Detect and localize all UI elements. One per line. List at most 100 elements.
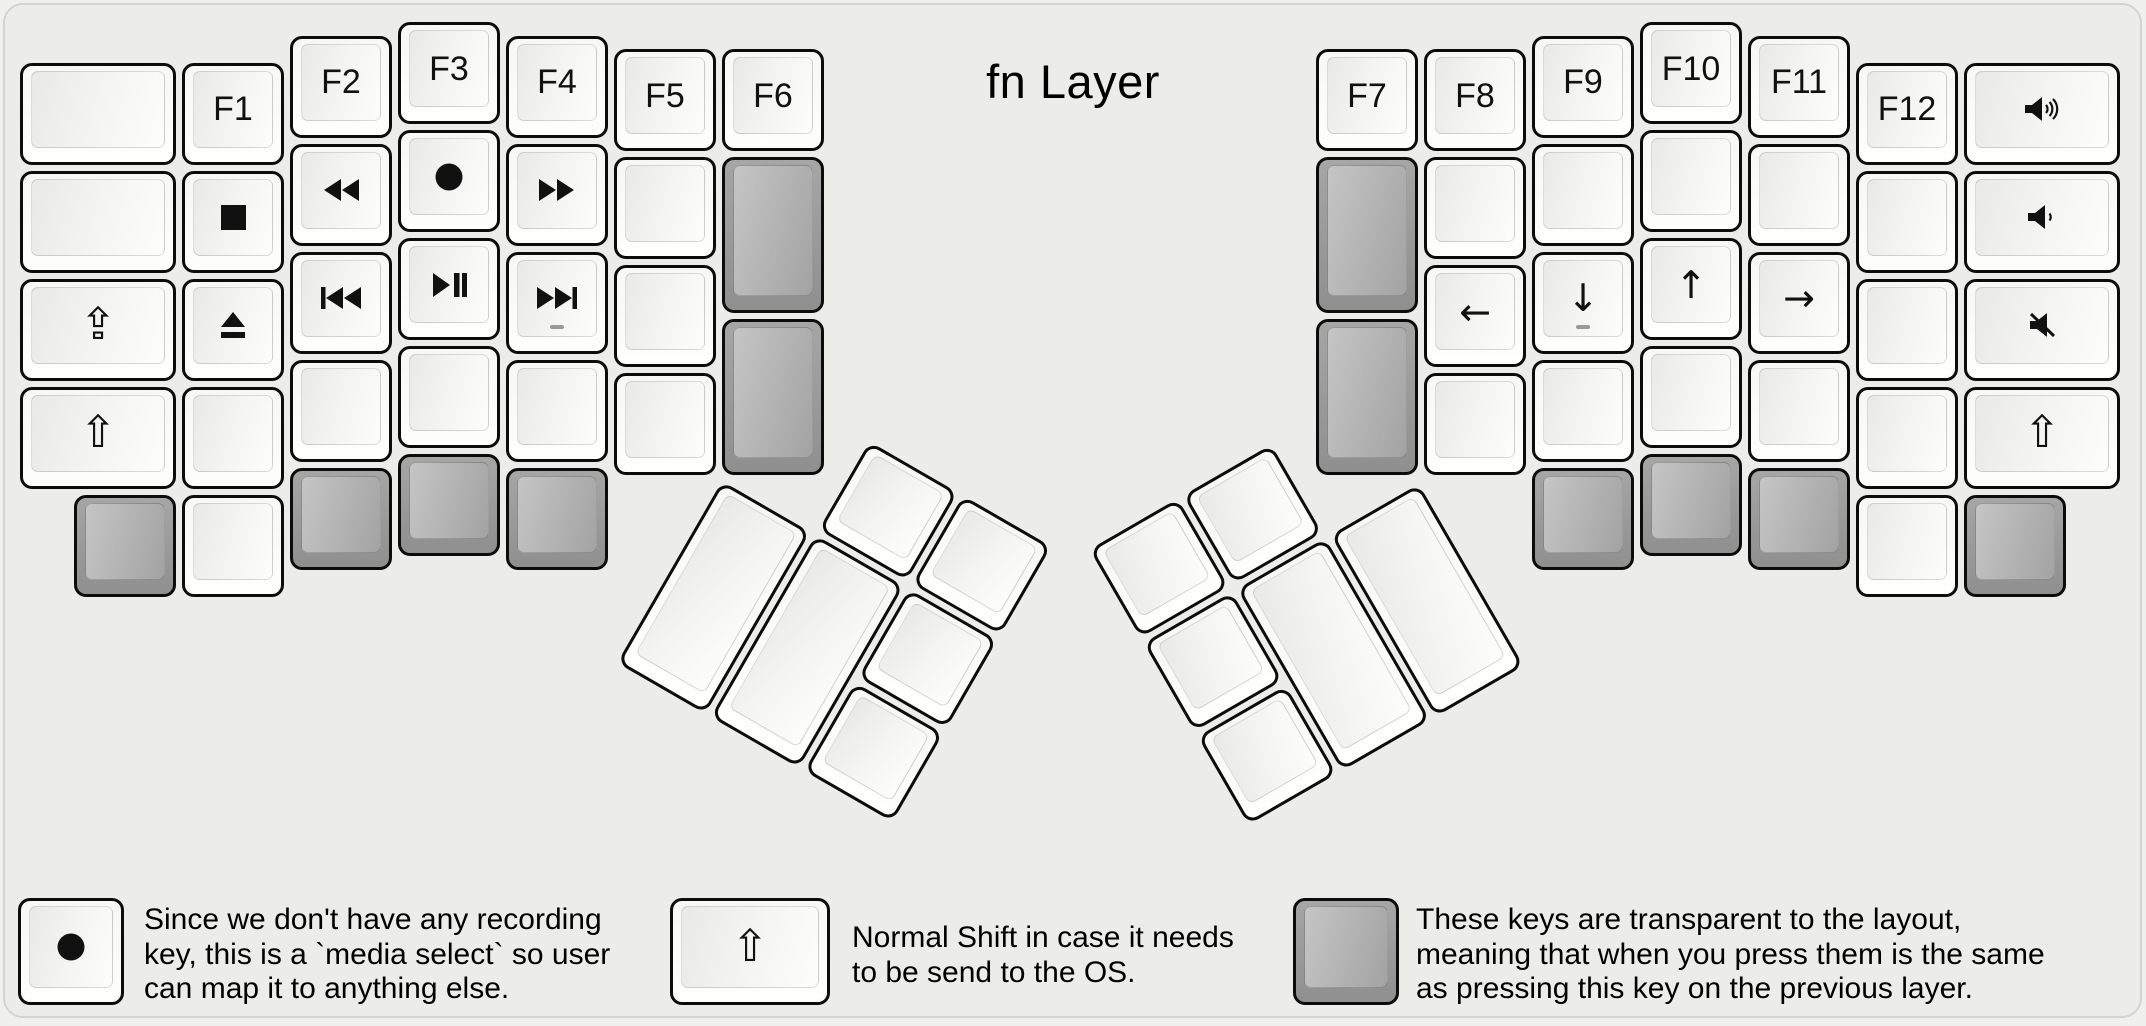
key-blank-r-c4-r3[interactable]	[1748, 359, 1850, 462]
key-arrow-left[interactable]: ←	[1424, 265, 1526, 367]
key-blank-l-c0-r1[interactable]	[20, 170, 176, 273]
key-volume-down[interactable]	[1964, 170, 2120, 273]
key-transparent-r-inner-top[interactable]	[1316, 157, 1418, 313]
key-f6[interactable]: F6	[722, 49, 824, 151]
keytop: F6	[733, 57, 813, 134]
key-mute[interactable]	[1964, 278, 2120, 381]
key-blank-r-c5-r1[interactable]	[1856, 170, 1958, 273]
key-f7[interactable]: F7	[1316, 49, 1418, 151]
keytop	[193, 286, 273, 364]
keytop	[1543, 151, 1623, 229]
key-arrow-up[interactable]: ↑	[1640, 238, 1742, 340]
key-transparent-l-bottom-3[interactable]	[398, 454, 500, 556]
key-transparent-l-bottom-2[interactable]	[290, 467, 392, 570]
key-f11[interactable]: F11	[1748, 35, 1850, 138]
key-rewind[interactable]	[290, 143, 392, 246]
keytop: F7	[1327, 57, 1407, 134]
key-volume-up[interactable]	[1964, 62, 2120, 165]
key-blank-l-c5-r3[interactable]	[614, 373, 716, 475]
key-shift-right[interactable]: ⇧	[1964, 386, 2120, 489]
keytop	[517, 151, 597, 229]
key-blank-l-bottom-1[interactable]	[182, 494, 284, 597]
key-blank-r-c1-r1[interactable]	[1424, 157, 1526, 259]
keytop	[301, 367, 381, 445]
key-transparent-l-inner-top[interactable]	[722, 157, 824, 313]
key-f9[interactable]: F9	[1532, 35, 1634, 138]
keytop: F8	[1435, 57, 1515, 134]
key-shift-left[interactable]: ⇧	[20, 386, 176, 489]
caps-lock-icon: ⇪	[79, 299, 117, 350]
key-transparent-l-bottom-0[interactable]	[74, 494, 176, 597]
key-blank-r-c3-r1[interactable]	[1640, 130, 1742, 232]
key-caps-lock[interactable]: ⇪	[20, 278, 176, 381]
key-f12[interactable]: F12	[1856, 62, 1958, 165]
key-label: F2	[321, 63, 361, 101]
key-label: F11	[1770, 63, 1828, 101]
keytop	[1327, 327, 1407, 458]
keytop	[31, 178, 165, 256]
keytop	[193, 178, 273, 256]
keytop	[193, 394, 273, 472]
legend-text-line: Normal Shift in case it needs	[852, 921, 1234, 954]
key-blank-r-c2-r3[interactable]	[1532, 359, 1634, 462]
key-blank-r-c5-r3[interactable]	[1856, 386, 1958, 489]
key-f4[interactable]: F4	[506, 35, 608, 138]
key-stop[interactable]	[182, 170, 284, 273]
keytop	[625, 273, 705, 350]
keytop: F3	[409, 30, 489, 107]
key-next-track[interactable]	[506, 251, 608, 354]
keytop: →	[1759, 259, 1839, 337]
key-blank-r-c3-r3[interactable]	[1640, 346, 1742, 448]
keytop	[409, 462, 489, 539]
key-f3[interactable]: F3	[398, 22, 500, 124]
key-arrow-right[interactable]: →	[1748, 251, 1850, 354]
key-blank-r-c5-r2[interactable]	[1856, 278, 1958, 381]
key-blank-r-bottom-5[interactable]	[1856, 494, 1958, 597]
key-eject[interactable]	[182, 278, 284, 381]
keytop: F9	[1543, 43, 1623, 121]
keytop	[1975, 70, 2109, 148]
keytop	[625, 381, 705, 458]
legend-text-line: to be send to the OS.	[852, 955, 1136, 989]
key-prev-track[interactable]	[290, 251, 392, 354]
key-blank-l-c1-r3[interactable]	[182, 386, 284, 489]
key-record[interactable]	[398, 130, 500, 232]
key-blank-r-c4-r1[interactable]	[1748, 143, 1850, 246]
key-transparent-r-inner-bottom[interactable]	[1316, 319, 1418, 475]
key-blank-r-c2-r1[interactable]	[1532, 143, 1634, 246]
fast-forward-icon	[538, 178, 576, 202]
key-transparent-l-inner-bottom[interactable]	[722, 319, 824, 475]
key-blank-l-c0-r0[interactable]	[20, 62, 176, 165]
key-f1[interactable]: F1	[182, 62, 284, 165]
key-transparent-r-bottom-3[interactable]	[1640, 454, 1742, 556]
key-f2[interactable]: F2	[290, 35, 392, 138]
key-arrow-down[interactable]: ↓	[1532, 251, 1634, 354]
key-blank-l-c4-r3[interactable]	[506, 359, 608, 462]
keytop	[517, 259, 597, 337]
key-fast-forward[interactable]	[506, 143, 608, 246]
key-label: F1	[213, 90, 253, 128]
key-f10[interactable]: F10	[1640, 22, 1742, 124]
prev-track-icon	[320, 286, 362, 310]
keytop	[29, 906, 113, 988]
key-blank-r-c1-r3[interactable]	[1424, 373, 1526, 475]
key-f5[interactable]: F5	[614, 49, 716, 151]
key-blank-l-c3-r3[interactable]	[398, 346, 500, 448]
key-transparent-r-bottom-2[interactable]	[1532, 467, 1634, 570]
key-label: F5	[645, 76, 685, 115]
keytop	[1759, 151, 1839, 229]
key-transparent-r-bottom-4[interactable]	[1748, 467, 1850, 570]
key-play-pause[interactable]	[398, 238, 500, 340]
key-label: F10	[1661, 49, 1721, 88]
keytop: F11	[1759, 43, 1839, 121]
key-transparent-r-bottom-6[interactable]	[1964, 494, 2066, 597]
key-blank-l-c2-r3[interactable]	[290, 359, 392, 462]
key-transparent-l-bottom-4[interactable]	[506, 467, 608, 570]
key-f8[interactable]: F8	[1424, 49, 1526, 151]
record-icon	[56, 932, 86, 962]
key-blank-l-c5-r1[interactable]	[614, 157, 716, 259]
keytop	[1435, 165, 1515, 242]
keytop	[1975, 178, 2109, 256]
key-blank-l-c5-r2[interactable]	[614, 265, 716, 367]
